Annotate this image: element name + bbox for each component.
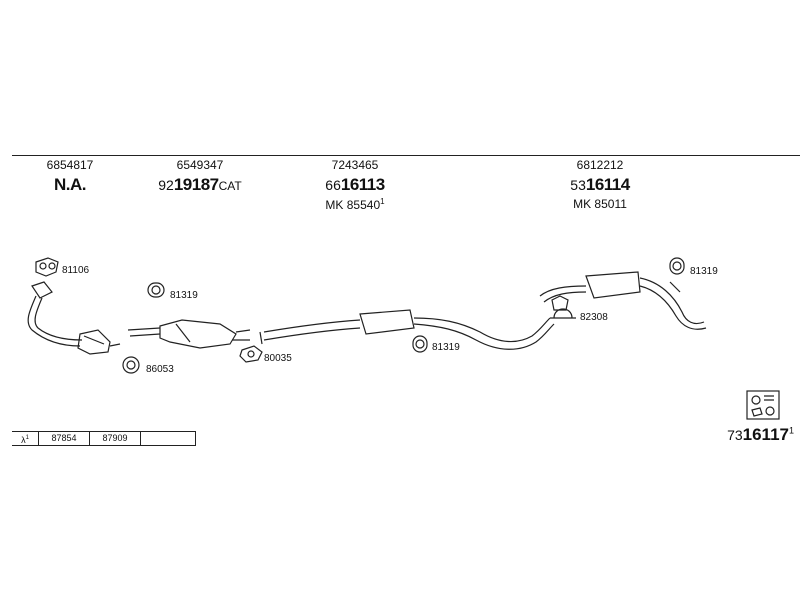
part-suffix: CAT	[218, 179, 242, 193]
lambda-cell: 87854	[39, 432, 90, 445]
label-gasket-mid: 80035	[264, 353, 292, 364]
label-clamp: 82308	[580, 312, 608, 323]
lambda-table: λ1 87854 87909	[12, 431, 196, 446]
front-pipe	[27, 281, 121, 355]
mk-sup: 1	[380, 197, 385, 206]
part-mk: MK 85011	[520, 198, 680, 210]
kit-code: 16117	[742, 425, 789, 444]
part-number: 6549347	[176, 158, 224, 172]
gasket-mid-icon	[239, 345, 263, 363]
part-code: 19187	[173, 175, 219, 194]
label-mount-rear: 81319	[690, 266, 718, 277]
kit-number: 73161171	[727, 426, 794, 444]
mount-cat-icon	[147, 282, 165, 298]
mount-mid-icon	[412, 335, 428, 353]
header-rule	[12, 155, 800, 156]
part-number: 6812212	[576, 158, 624, 172]
lambda-symbol: λ	[21, 435, 26, 445]
header-part-4: 6812212 5316114 MK 85011	[520, 159, 680, 210]
clamp-icon	[550, 295, 576, 319]
label-mount-cat: 81319	[170, 290, 198, 301]
part-number: 6854817	[46, 158, 94, 172]
label-gasket-front: 81106	[62, 265, 90, 276]
part-code: 16113	[340, 175, 385, 194]
part-mk: MK 855401	[275, 197, 435, 212]
lambda-cell	[141, 432, 196, 445]
ring-icon	[122, 356, 140, 374]
lambda-cell: 87909	[90, 432, 141, 445]
part-prefix: 66	[325, 177, 341, 193]
header-part-3: 7243465 6616113 MK 855401	[275, 159, 435, 211]
kit-prefix: 73	[727, 427, 743, 443]
part-prefix: 53	[570, 177, 586, 193]
lambda-sup: 1	[25, 435, 29, 441]
catalytic-converter	[127, 319, 251, 349]
header-part-2: 6549347 9219187CAT	[120, 159, 280, 194]
lambda-symbol-cell: λ1	[12, 432, 39, 445]
kit-sup: 1	[788, 425, 794, 436]
part-code: 16114	[585, 175, 630, 194]
mk-number: MK 85011	[573, 197, 627, 211]
label-mount-mid: 81319	[432, 342, 460, 353]
part-prefix: 92	[158, 177, 174, 193]
rear-silencer	[539, 271, 707, 330]
mk-number: MK 85540	[325, 198, 381, 212]
part-name: N.A.	[54, 175, 87, 194]
exhaust-diagram: 81106 86053 81319 80035	[27, 257, 718, 375]
parts-box-icon	[746, 390, 780, 420]
label-ring: 86053	[146, 364, 174, 375]
part-number: 7243465	[331, 158, 379, 172]
middle-silencer-pipe	[259, 309, 555, 350]
gasket-front-icon	[35, 257, 59, 277]
header-part-1: 6854817 N.A.	[0, 159, 150, 194]
mount-rear-icon	[669, 257, 685, 275]
